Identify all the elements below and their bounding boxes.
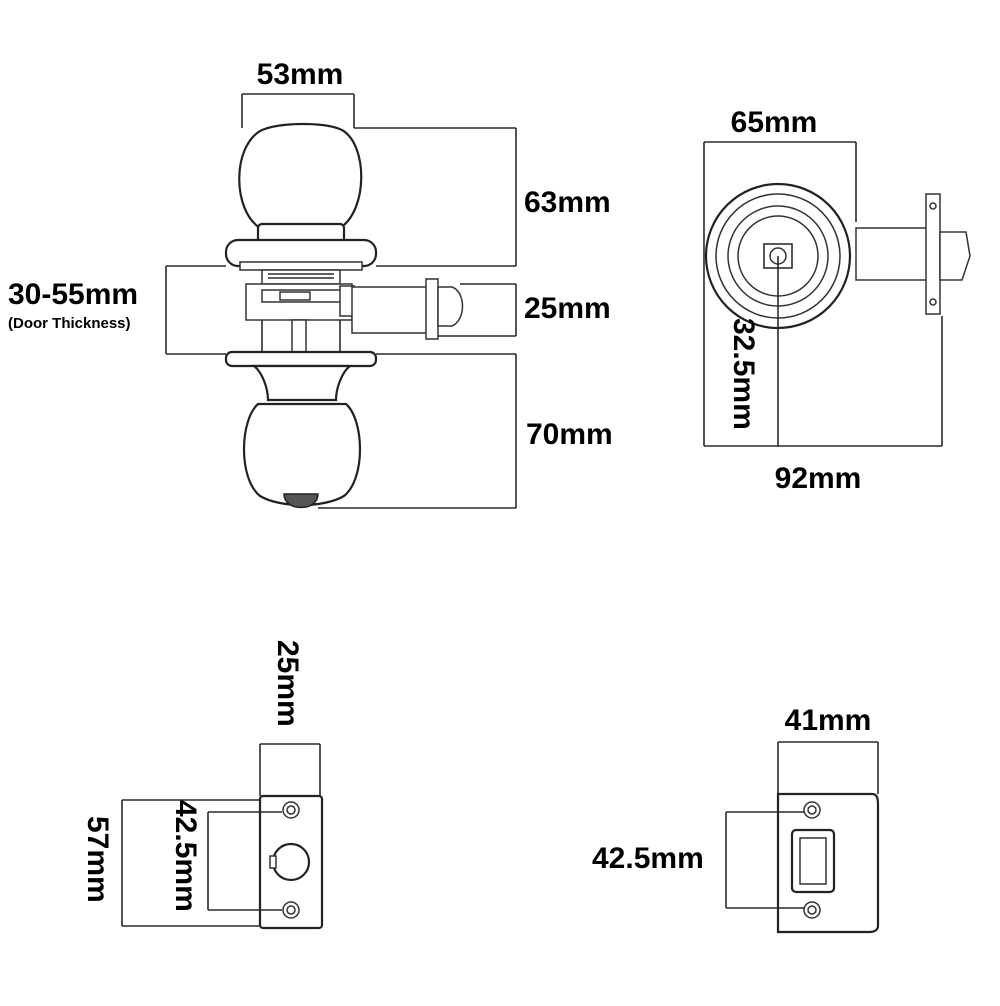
bottom-knob-height-label: 70mm xyxy=(526,418,613,451)
door-thickness-label: 30-55mm xyxy=(8,278,138,311)
rose-diameter-label: 65mm xyxy=(731,106,818,139)
latch-thickness-label: 25mm xyxy=(524,292,611,325)
backset-total-label: 92mm xyxy=(775,462,862,495)
strike-dimension-lines xyxy=(725,741,879,909)
latch-bolt xyxy=(351,278,464,340)
knob-width-label: 53mm xyxy=(257,58,344,91)
side-view: 53mm 63mm 30-55mm (Door Thickness) 25mm … xyxy=(8,58,613,509)
faceplate-height-label: 57mm xyxy=(81,816,114,903)
end-dimension-lines xyxy=(703,141,943,447)
top-knob-height-label: 63mm xyxy=(524,186,611,219)
strike-width-label: 41mm xyxy=(785,704,872,737)
door-thickness-note: (Door Thickness) xyxy=(8,315,131,332)
strike-screw-top xyxy=(803,801,821,819)
top-knob xyxy=(224,122,378,271)
end-view: 65mm 32.5mm 92mm xyxy=(703,106,971,495)
faceplate-dimension-lines xyxy=(121,743,321,927)
faceplate-screw-top xyxy=(282,801,300,819)
end-latch xyxy=(855,193,971,315)
faceplate-width-label: 25mm xyxy=(271,640,304,727)
faceplate-screw-bottom xyxy=(282,901,300,919)
strike-hole-spacing-label: 42.5mm xyxy=(592,842,704,875)
side-dimension-lines xyxy=(165,93,517,509)
rose xyxy=(704,182,852,330)
chassis xyxy=(245,269,355,353)
latch-faceplate: 25mm 57mm 42.5mm xyxy=(81,640,324,930)
strike-screw-bottom xyxy=(803,901,821,919)
strike-opening xyxy=(790,828,836,894)
strike-plate: 41mm 42.5mm xyxy=(592,704,880,934)
backset-short-label: 32.5mm xyxy=(727,318,760,430)
bottom-knob xyxy=(224,350,378,509)
faceplate-hole-spacing-label: 42.5mm xyxy=(169,800,202,912)
faceplate-bolt xyxy=(269,842,311,882)
